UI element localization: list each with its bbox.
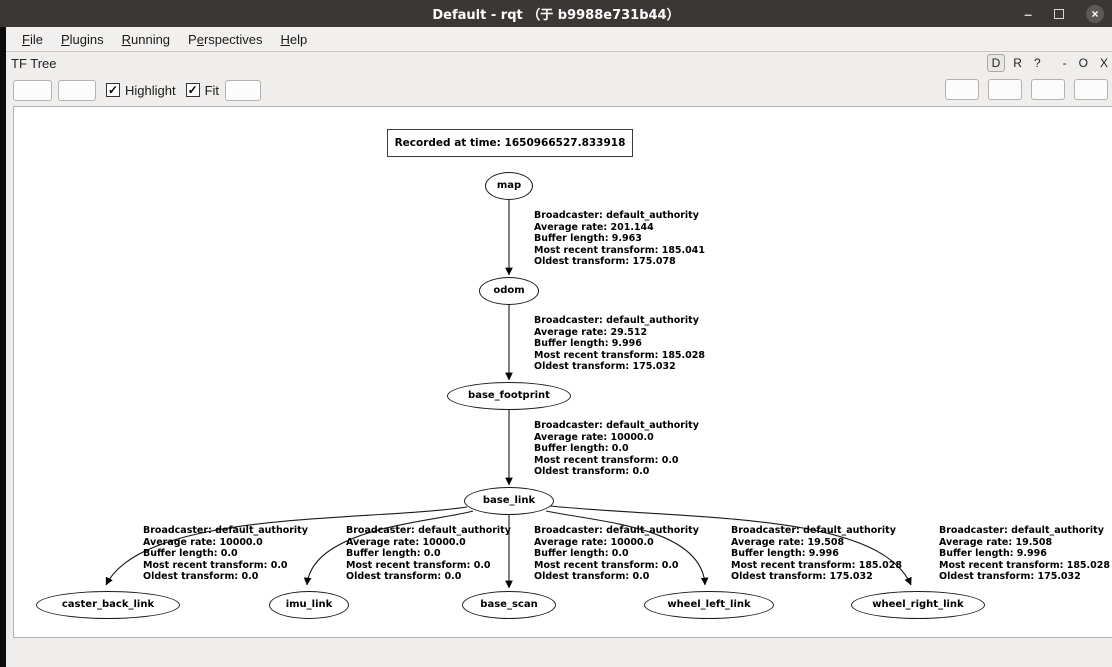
edge-label-base-link-imu-link: Broadcaster: default_authority Average r… — [346, 525, 511, 582]
tf-node-wheel-right-link: wheel_right_link — [851, 591, 985, 619]
tf-node-odom: odom — [479, 277, 539, 305]
toolbar-right-group — [945, 79, 1108, 100]
menu-plugins[interactable]: Plugins — [60, 31, 104, 47]
toolbar-button-2[interactable] — [58, 79, 96, 101]
fit-checkbox-wrap: ✓ Fit — [185, 82, 220, 98]
window-title: Default - rqt （于 b9988e731b44） — [432, 8, 680, 23]
toolbar-button-5[interactable] — [988, 79, 1022, 100]
tf-node-wheel-left-link: wheel_left_link — [644, 591, 774, 619]
edge-label-base-link-wheel-right-link: Broadcaster: default_authority Average r… — [939, 525, 1110, 582]
tf-node-caster-back-link: caster_back_link — [36, 591, 180, 619]
minimize-plugin-button[interactable]: - — [1062, 56, 1067, 70]
restore-plugin-button[interactable]: O — [1078, 56, 1088, 70]
toolbar-button-6[interactable] — [1031, 79, 1065, 100]
recorded-time-box: Recorded at time: 1650966527.833918 — [387, 129, 633, 157]
dock-button[interactable]: D — [986, 54, 1006, 72]
edge-label-base-link-wheel-left-link: Broadcaster: default_authority Average r… — [731, 525, 902, 582]
fit-label: Fit — [204, 82, 220, 98]
menu-perspectives[interactable]: Perspectives — [188, 31, 263, 47]
plugin-dock-header: TF Tree D R ? - O X — [6, 52, 1112, 75]
tf-node-base-scan: base_scan — [462, 591, 556, 619]
menu-file[interactable]: File — [22, 31, 43, 47]
maximize-icon[interactable] — [1054, 8, 1064, 19]
dock-buttons: D R ? - O X — [986, 54, 1112, 72]
screen-edge — [0, 27, 6, 667]
toolbar-button-4[interactable] — [945, 79, 979, 100]
edge-label-map-odom: Broadcaster: default_authority Average r… — [534, 210, 705, 267]
highlight-checkbox-wrap: ✓ Highlight — [106, 83, 176, 98]
tf-node-imu-link: imu_link — [269, 591, 349, 619]
edge-label-base-footprint-base-link: Broadcaster: default_authority Average r… — [534, 420, 699, 477]
toolbar-button-7[interactable] — [1074, 79, 1108, 100]
tf-tree-canvas[interactable]: Recorded at time: 1650966527.833918 map … — [13, 106, 1112, 638]
plugin-title: TF Tree — [11, 56, 57, 71]
fit-checkbox[interactable]: ✓ — [185, 83, 200, 97]
toolbar-button-3[interactable] — [225, 79, 262, 101]
toolbar-button-1[interactable] — [13, 79, 52, 101]
tf-tree-edges — [105, 200, 912, 589]
title-bar: Default - rqt （于 b9988e731b44） – × — [0, 0, 1112, 27]
edge-label-odom-base-footprint: Broadcaster: default_authority Average r… — [534, 315, 705, 372]
minimize-icon[interactable]: – — [1024, 5, 1032, 22]
edge-label-base-link-base-scan: Broadcaster: default_authority Average r… — [534, 525, 699, 582]
tf-node-map: map — [485, 172, 533, 200]
menu-bar: File Plugins Running Perspectives Help — [0, 27, 1112, 52]
edge-label-base-link-caster-back-link: Broadcaster: default_authority Average r… — [143, 525, 308, 582]
close-icon[interactable]: × — [1086, 4, 1104, 23]
close-plugin-button[interactable]: X — [1099, 56, 1108, 70]
highlight-checkbox[interactable]: ✓ — [106, 83, 120, 97]
highlight-label: Highlight — [125, 82, 176, 98]
help-button[interactable]: ? — [1033, 56, 1041, 70]
tf-node-base-link: base_link — [464, 487, 554, 515]
menu-help[interactable]: Help — [280, 31, 308, 47]
window-controls: – × — [1024, 0, 1104, 27]
tf-node-base-footprint: base_footprint — [447, 382, 571, 410]
tf-tree-toolbar: ✓ Highlight ✓ Fit — [6, 75, 1112, 105]
reload-button[interactable]: R — [1013, 56, 1022, 70]
menu-running[interactable]: Running — [121, 31, 171, 47]
